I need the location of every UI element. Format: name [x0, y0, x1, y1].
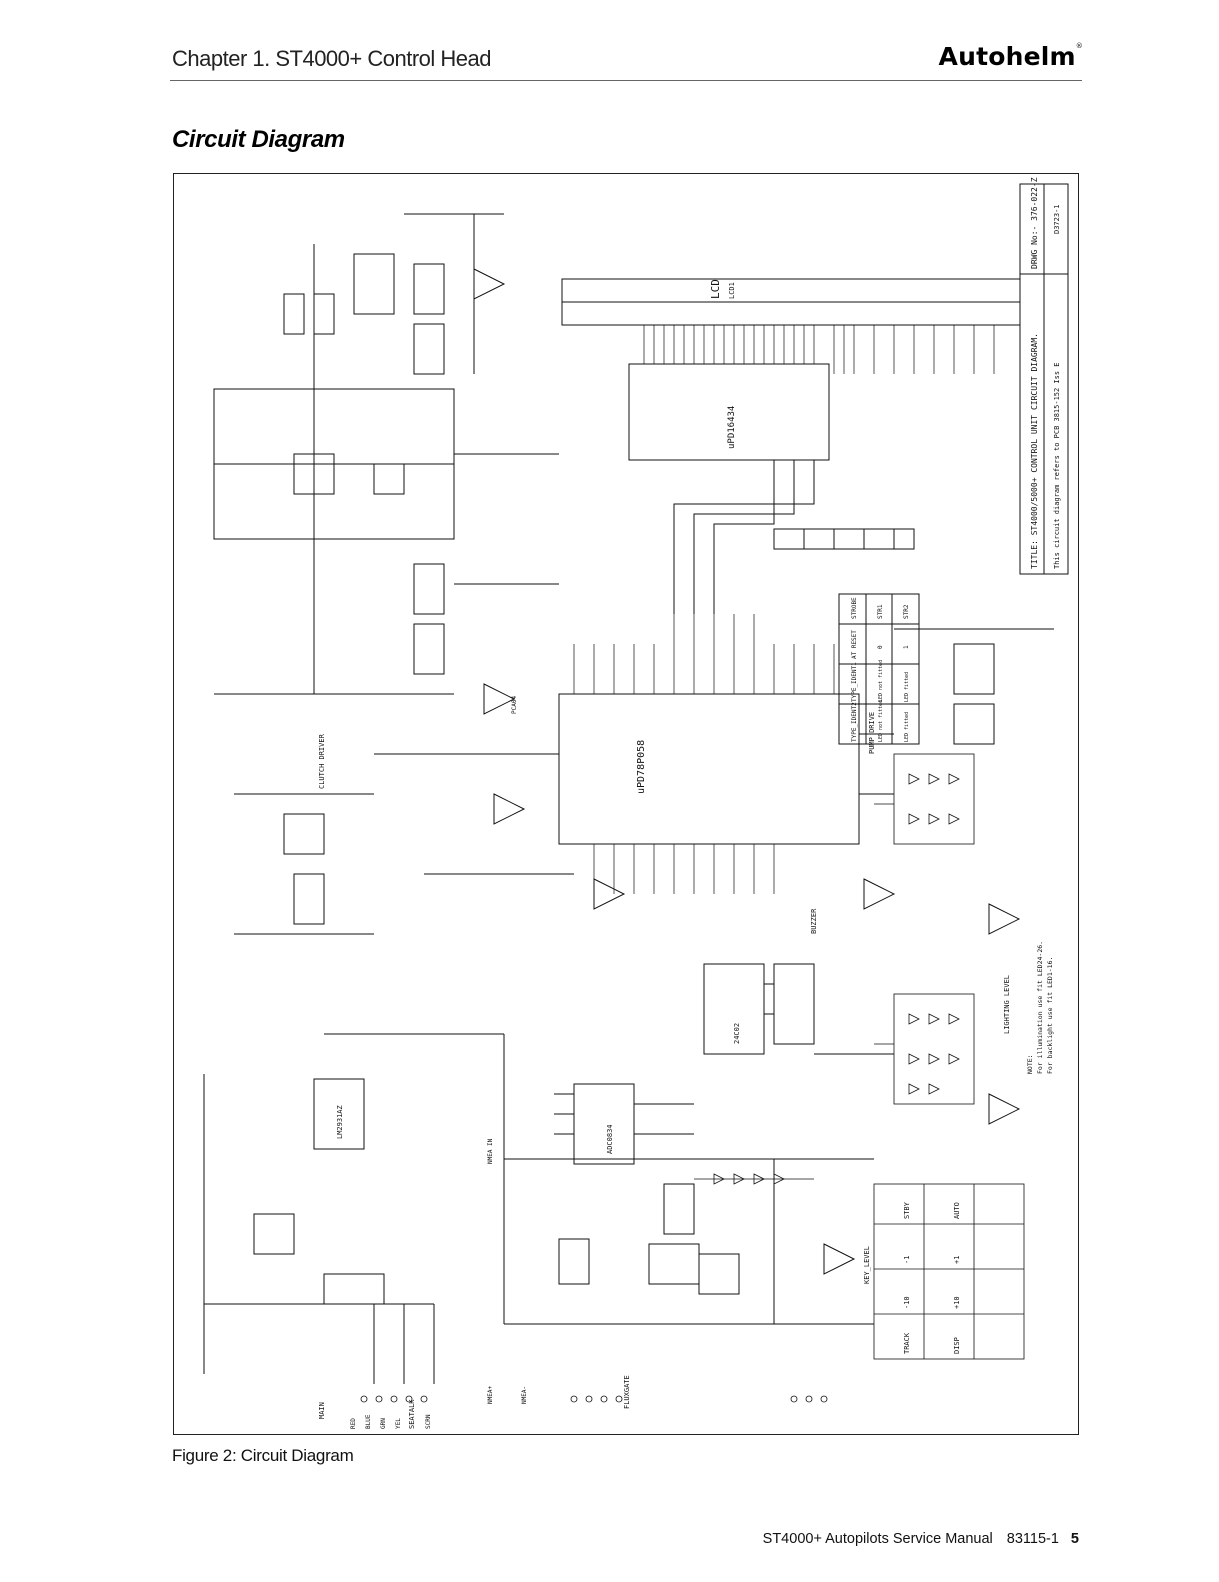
- lcd-ref: LCD1: [728, 282, 736, 299]
- adc-ic: [573, 1083, 635, 1165]
- seatalk-label: SEATALK: [408, 1399, 416, 1429]
- strobe-table: [838, 593, 920, 745]
- brand-logo: Autohelm®: [939, 42, 1083, 71]
- manual-title: ST4000+ Autopilots Service Manual: [762, 1531, 993, 1547]
- regulator-ic: [313, 1078, 365, 1150]
- key-stby: STBY: [903, 1201, 911, 1219]
- strobe-row-1-a: LED not fitted: [878, 660, 884, 702]
- adc-label: ADC0834: [606, 1124, 614, 1154]
- key-plus-1: +1: [953, 1256, 961, 1264]
- strobe-row-1-b: LED fitted: [904, 672, 910, 702]
- pin-red: RED: [350, 1418, 357, 1429]
- strobe-row-2-a: LED not fitted: [878, 700, 884, 742]
- buzzer-label: BUZZER: [810, 908, 818, 934]
- nmea-in-label: NMEA IN: [487, 1138, 494, 1164]
- key-track: TRACK: [903, 1332, 911, 1354]
- title-block-note: This circuit diagram refers to PCB 3815-…: [1053, 362, 1061, 569]
- strobe-row-2-b: LED fitted: [904, 712, 910, 742]
- keypad-matrix: [873, 1183, 1025, 1360]
- manual-code: 83115-1: [1006, 1531, 1059, 1547]
- key-minus-10: -10: [903, 1296, 911, 1309]
- figure-caption: Figure 2: Circuit Diagram: [172, 1446, 354, 1465]
- fluxgate-label: FLUXGATE: [623, 1375, 631, 1409]
- brand-name: Autohelm: [938, 42, 1076, 71]
- title-block-text: TITLE: ST4000/5000+ CONTROL UNIT CIRCUIT…: [1030, 333, 1039, 569]
- key-level-label: KEY_LEVEL: [863, 1246, 871, 1284]
- pin-blue: BLUE: [365, 1414, 372, 1429]
- supply-ic-label: PCA04: [511, 696, 518, 714]
- strobe-header-1: STR1: [877, 604, 884, 619]
- strobe-row-0-b: 1: [903, 645, 910, 649]
- note-line-1: For illumination use fit LED24-26.: [1036, 941, 1044, 1074]
- note-heading: NOTE:: [1026, 1054, 1034, 1074]
- section-title: Circuit Diagram: [172, 126, 345, 153]
- main-connector-label: MAIN: [318, 1402, 326, 1419]
- pin-grn: GRN: [380, 1418, 387, 1429]
- lcd-label: LCD: [709, 279, 722, 299]
- circuit-diagram: TITLE: ST4000/5000+ CONTROL UNIT CIRCUIT…: [173, 173, 1079, 1435]
- note-line-2: For backlight use fit LED1-16.: [1046, 957, 1054, 1074]
- key-minus-1: -1: [903, 1256, 911, 1264]
- pump-label: PUMP DRIVE: [868, 712, 876, 754]
- regulator-label: LM2931AZ: [336, 1105, 344, 1139]
- key-disp: DISP: [953, 1337, 961, 1354]
- schematic-drawing: TITLE: ST4000/5000+ CONTROL UNIT CIRCUIT…: [203, 177, 1069, 1429]
- strobe-header-2: STR2: [903, 604, 910, 619]
- lighting-level-label: LIGHTING LEVEL: [1003, 975, 1011, 1034]
- microcontroller-ic: [558, 693, 860, 845]
- clutch-label: CLUTCH DRIVER: [318, 733, 326, 789]
- drawing-ref: D3723-1: [1053, 204, 1061, 234]
- brand-registered-mark: ®: [1075, 42, 1083, 50]
- key-auto: AUTO: [953, 1202, 961, 1219]
- page-number: 5: [1070, 1531, 1079, 1547]
- pin-scrn: SCRN: [425, 1414, 432, 1429]
- strobe-row-2-label: TYPE_IDENT2: [851, 702, 858, 742]
- chapter-title: Chapter 1. ST4000+ Control Head: [172, 46, 491, 71]
- key-plus-10: +10: [953, 1296, 961, 1309]
- header-rule: [170, 80, 1082, 81]
- pin-yel: YEL: [395, 1418, 402, 1429]
- strobe-row-0-a: 0: [877, 645, 884, 649]
- strobe-row-0-label: AT RESET: [851, 630, 858, 659]
- eeprom-label: 24C02: [733, 1023, 741, 1044]
- micro-label: uPD78P058: [636, 740, 647, 794]
- strobe-row-1-label: TYPE_IDENT1: [851, 662, 858, 702]
- lcd-driver-ic: [628, 363, 830, 461]
- strobe-header-0: STROBE: [851, 597, 858, 619]
- nmea-plus-label: NMEA+: [487, 1386, 494, 1404]
- supervisor-ic: [703, 963, 765, 1055]
- page-footer: ST4000+ Autopilots Service Manual 83115-1…: [763, 1531, 1079, 1547]
- nmea-minus-label: NMEA-: [521, 1386, 528, 1404]
- lcd-driver-label: uPD16434: [727, 406, 737, 449]
- drawing-number: DRWG No:- 376-022-Z: [1030, 177, 1039, 269]
